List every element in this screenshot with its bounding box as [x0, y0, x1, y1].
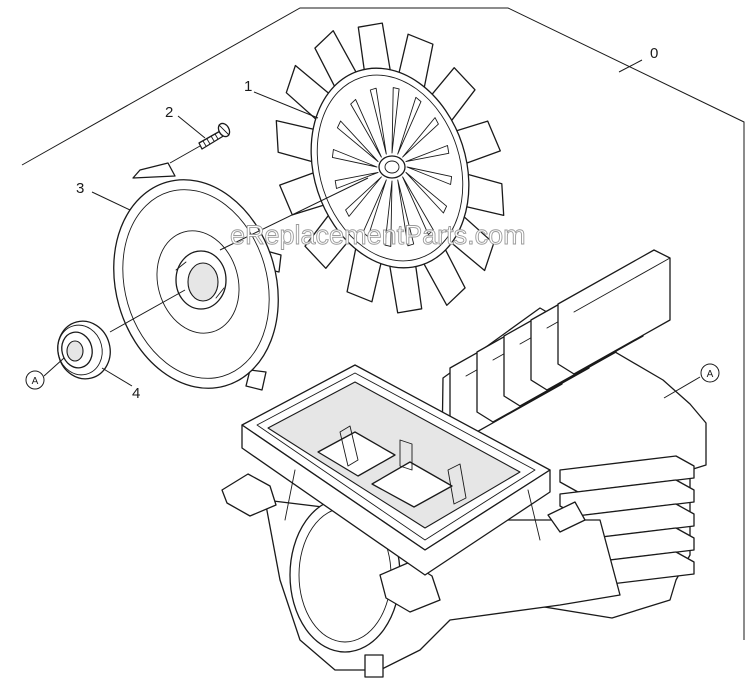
ref-left-leader — [43, 357, 65, 377]
fan-rib — [336, 120, 379, 163]
bearing-axis-line — [109, 289, 186, 333]
screw-leader — [177, 115, 206, 139]
watermark: eReplacementParts.com — [230, 220, 526, 250]
fan-ribs — [331, 87, 453, 247]
reference-mark-left: A — [25, 370, 45, 390]
fan-rib — [406, 166, 453, 185]
cooling-fin-edge — [573, 257, 671, 313]
fan-rib — [397, 96, 422, 155]
reference-mark-right: A — [700, 363, 720, 383]
callout-1: 1 — [244, 78, 252, 95]
fan-rib — [405, 145, 450, 163]
cooling-fins-top — [449, 249, 671, 439]
fan-rib — [397, 179, 415, 247]
fan-rib — [362, 179, 387, 238]
fan-rib — [391, 87, 400, 154]
callout-4: 4 — [132, 385, 140, 402]
cover-leader — [91, 191, 131, 211]
bearing-leader — [101, 367, 133, 387]
side-fin — [559, 455, 695, 493]
screw-axis-line — [169, 145, 201, 164]
assembly-bracket — [21, 7, 745, 640]
fan-rib — [345, 176, 382, 217]
fan-rib — [334, 171, 379, 189]
fan-disc-rim — [316, 74, 464, 262]
side-fin — [559, 479, 695, 517]
fan-rib — [402, 117, 439, 158]
fan-rib — [369, 87, 387, 155]
callout-3: 3 — [76, 180, 84, 197]
assembly-leader — [618, 59, 643, 73]
fan-rib — [350, 98, 382, 158]
cover-part — [113, 162, 282, 391]
fan-part — [275, 22, 505, 314]
svg-text:A: A — [32, 376, 39, 387]
fan-leader — [253, 91, 319, 119]
bearing-part — [57, 320, 111, 380]
ref-right-leader — [663, 376, 701, 399]
fan-hub — [378, 155, 406, 179]
svg-text:A: A — [707, 369, 714, 380]
screw-part — [198, 122, 231, 150]
fan-rib — [405, 171, 448, 214]
fan-hub-bore — [384, 160, 400, 174]
cooling-fin — [557, 249, 671, 375]
fan-rib — [402, 176, 434, 236]
callout-2: 2 — [165, 104, 173, 121]
motor-housing — [221, 249, 707, 678]
callout-0: 0 — [650, 45, 658, 62]
fan-rib — [384, 180, 393, 247]
fan-rib — [331, 149, 378, 168]
watermark-axis-line — [219, 177, 369, 251]
